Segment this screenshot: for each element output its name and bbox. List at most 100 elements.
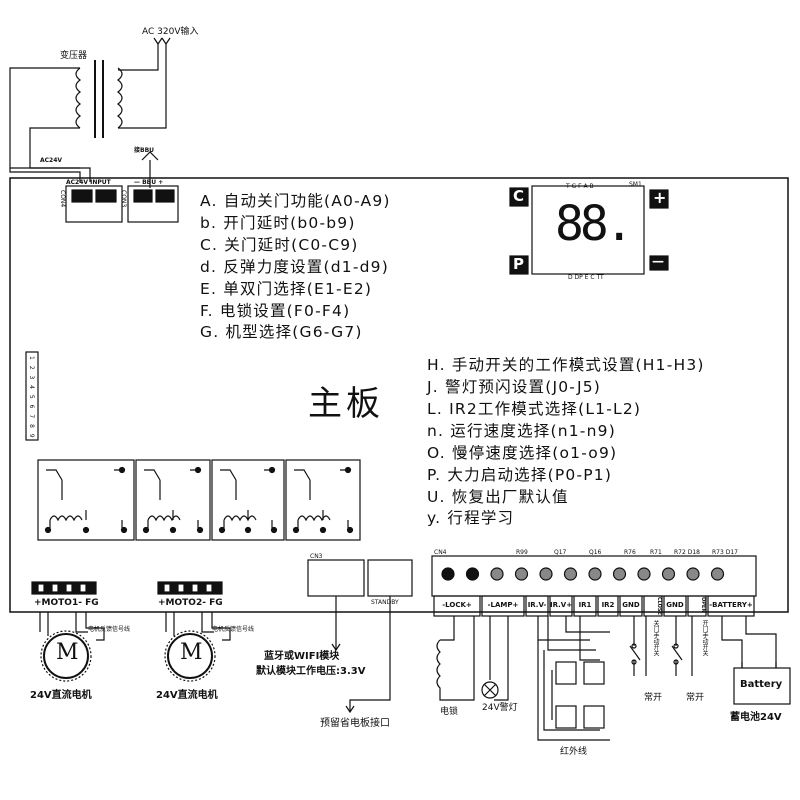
display-bottom-labels: D DP E C TT	[568, 274, 604, 281]
q17-label: Q17	[554, 549, 567, 556]
dip-switch-strip	[25, 351, 39, 441]
transformer-symbol	[9, 60, 123, 169]
menu-item-d: d. 反弹力度设置(d1-d9)	[200, 258, 389, 276]
open-switch-label: 开门手动开关	[701, 620, 708, 656]
terminal-box	[619, 595, 643, 617]
feedback1-label: 电机反馈信号线	[88, 626, 131, 633]
menu-item-p: P. 大力启动选择(P0-P1)	[427, 466, 613, 484]
menu-item-g: G. 机型选择(G6-G7)	[200, 323, 363, 341]
dip-switch-labels: 1 2 3 4 5 6 7 8 9	[28, 356, 35, 440]
lock-label: 电锁	[440, 707, 459, 717]
ac-input-wires	[153, 37, 171, 58]
menu-item-c: C. 关门延时(C0-C9)	[200, 236, 359, 254]
terminal-box	[687, 595, 707, 617]
terminal-screw[interactable]	[490, 567, 504, 581]
lamp-label: 24V警灯	[482, 703, 518, 713]
button-plus-label[interactable]: +	[653, 188, 667, 207]
menu-item-l: L. IR2工作模式选择(L1-L2)	[427, 400, 642, 418]
terminal-box	[433, 595, 481, 617]
terminal-label: CLOSE	[656, 597, 662, 615]
lock-wires	[440, 616, 475, 650]
menu-item-h: H. 手动开关的工作模式设置(H1-H3)	[427, 356, 705, 374]
cn3-top-label: CN3	[310, 553, 323, 560]
con3-label: CON3	[120, 190, 127, 208]
seven-segment-panel	[531, 185, 645, 275]
module-label: 蓝牙或WIFI模块	[264, 651, 340, 662]
motor2-symbol	[167, 633, 213, 679]
relay-block	[37, 459, 361, 541]
terminal-screw[interactable]	[441, 567, 455, 581]
terminal-screw[interactable]	[661, 567, 676, 581]
terminal-screw[interactable]	[588, 567, 602, 581]
main-board-title: 主板	[308, 384, 384, 424]
con4-label: CON4	[59, 190, 66, 208]
r73-d17-label: R73 D17	[712, 549, 738, 556]
button-c-label[interactable]: C	[513, 187, 525, 205]
terminal-box	[643, 595, 663, 617]
button-minus	[649, 255, 669, 271]
terminal-box	[707, 595, 755, 617]
terminal-screw[interactable]	[637, 567, 651, 581]
button-minus-label[interactable]: —	[652, 254, 664, 268]
motor2-caption: 24V直流电机	[156, 690, 218, 701]
menu-item-o: O. 慢停速度选择(o1-o9)	[427, 444, 618, 462]
moto1-connector	[31, 581, 97, 595]
terminal-box	[573, 595, 597, 617]
button-p-label[interactable]: P	[513, 255, 524, 273]
button-p	[509, 255, 529, 275]
display-top-labels: T G F A B	[566, 183, 594, 190]
battery-symbol	[733, 667, 791, 705]
menu-item-f: F. 电锁设置(F0-F4)	[200, 302, 351, 320]
terminal-box	[597, 595, 619, 617]
terminal-screw[interactable]	[514, 567, 529, 581]
module-voltage: 默认模块工作电压:3.3V	[256, 666, 366, 677]
ac24v-connector	[65, 185, 123, 223]
standby-label: STANDBY	[371, 599, 399, 606]
terminal-screw[interactable]	[710, 567, 725, 581]
relay-1	[44, 466, 128, 534]
terminal-label: GND	[666, 601, 684, 609]
infrared-wiring	[537, 616, 610, 741]
terminal-label: OPEN	[700, 597, 706, 613]
open-switch	[671, 616, 693, 676]
motor2-m: M	[180, 640, 203, 665]
r99-label: R99	[516, 549, 528, 556]
terminal-screw[interactable]	[465, 567, 480, 581]
terminal-label: -BATTERY+	[709, 601, 753, 609]
r72-d18-label: R72 D18	[674, 549, 700, 556]
terminal-label: GND	[622, 601, 640, 609]
display-sm-label: SM1	[629, 181, 642, 188]
menu-item-n: n. 运行速度选择(n1-n9)	[427, 422, 616, 440]
terminal-box	[549, 595, 573, 617]
main-board-outline	[9, 177, 789, 613]
normally-open-1: 常开	[644, 693, 663, 703]
battery-text: Battery	[740, 679, 783, 690]
moto2-label: +MOTO2- FG	[158, 598, 223, 608]
ac-input-label: AC 320V输入	[142, 27, 199, 37]
r71-label: R71	[650, 549, 662, 556]
moto1-label: +MOTO1- FG	[34, 598, 99, 608]
terminal-screw[interactable]	[612, 567, 627, 581]
menu-item-y: y. 行程学习	[427, 509, 515, 527]
terminal-label: IR.V-	[527, 601, 547, 609]
bbu-top-label: 接BBU	[134, 147, 155, 154]
ac24v-input-label: AC24V INPUT	[66, 179, 111, 186]
bbu-label: — BBU +	[134, 179, 164, 186]
close-switch-label: 关门手动开关	[652, 620, 659, 656]
relay-3	[218, 466, 278, 534]
terminal-label: -LAMP+	[487, 601, 519, 609]
menu-item-a: A. 自动关门功能(A0-A9)	[200, 192, 391, 210]
terminal-screw[interactable]	[539, 567, 553, 581]
terminal-box	[481, 595, 525, 617]
moto2-connector	[157, 581, 223, 595]
terminal-screw[interactable]	[686, 567, 700, 581]
menu-item-e: E. 单双门选择(E1-E2)	[200, 280, 373, 298]
menu-item-b: b. 开门延时(b0-b9)	[200, 214, 356, 232]
menu-item-j: J. 警灯预闪设置(J0-J5)	[427, 378, 602, 396]
terminal-screw[interactable]	[563, 567, 578, 581]
motor1-symbol	[43, 633, 89, 679]
motor1-caption: 24V直流电机	[30, 690, 92, 701]
segment-display-digits: 88.	[555, 196, 634, 252]
feedback2-label: 电机反馈信号线	[212, 626, 255, 633]
